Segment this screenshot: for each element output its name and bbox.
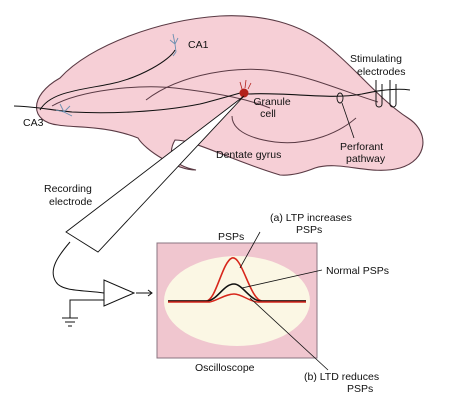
dentate-inner-curve: [231, 115, 357, 144]
ltp-leader: [239, 231, 261, 269]
label-recording-1: Recording: [44, 183, 92, 195]
label-oscilloscope: Oscilloscope: [195, 362, 255, 374]
trace-ltp: [168, 257, 306, 302]
amplifier-arrow: [136, 289, 153, 297]
normal-leader: [241, 269, 323, 289]
ca-inner-fold: [51, 86, 271, 109]
stimulating-electrode-2: [389, 80, 397, 108]
label-stimulating-2: electrodes: [357, 66, 405, 78]
perforant-leader: [341, 102, 355, 139]
label-dentate-gyrus: Dentate gyrus: [216, 149, 281, 161]
label-ltp-1: (a) LTP increases: [270, 212, 352, 224]
recording-electrode: [65, 95, 245, 253]
granule-cell: [239, 88, 249, 98]
label-ltd-2: PSPs: [347, 383, 373, 395]
mossy-fiber: [13, 91, 245, 114]
ground-wire: [69, 299, 104, 318]
ca3-neuron: [55, 103, 73, 117]
ltd-leader: [249, 297, 329, 371]
ca1-neuron: [169, 33, 179, 57]
schaffer-collateral: [39, 49, 176, 111]
label-granule-1: Granule: [253, 96, 291, 108]
dentate-outer-curve: [145, 68, 379, 103]
granule-dendrites: [239, 79, 252, 90]
label-ca1: CA1: [188, 39, 209, 51]
stimulating-electrode-1: [375, 80, 383, 108]
label-ltd-1: (b) LTD reduces: [304, 371, 379, 383]
perforant-fiber: [247, 88, 411, 97]
label-perforant-1: Perforant: [340, 141, 383, 153]
label-normal-psps: Normal PSPs: [326, 265, 389, 277]
label-ltp-2: PSPs: [296, 224, 322, 236]
recording-wire: [52, 241, 105, 294]
perforant-marker: [336, 92, 344, 104]
trace-normal: [168, 283, 306, 302]
label-granule-2: cell: [260, 108, 276, 120]
label-stimulating-1: Stimulating: [350, 53, 402, 65]
label-psps: PSPs: [218, 231, 244, 243]
label-ca3: CA3: [23, 117, 44, 129]
label-recording-2: electrode: [49, 196, 92, 208]
oscilloscope-screen: [164, 256, 310, 346]
amplifier: [103, 279, 136, 307]
label-perforant-2: pathway: [346, 153, 386, 165]
